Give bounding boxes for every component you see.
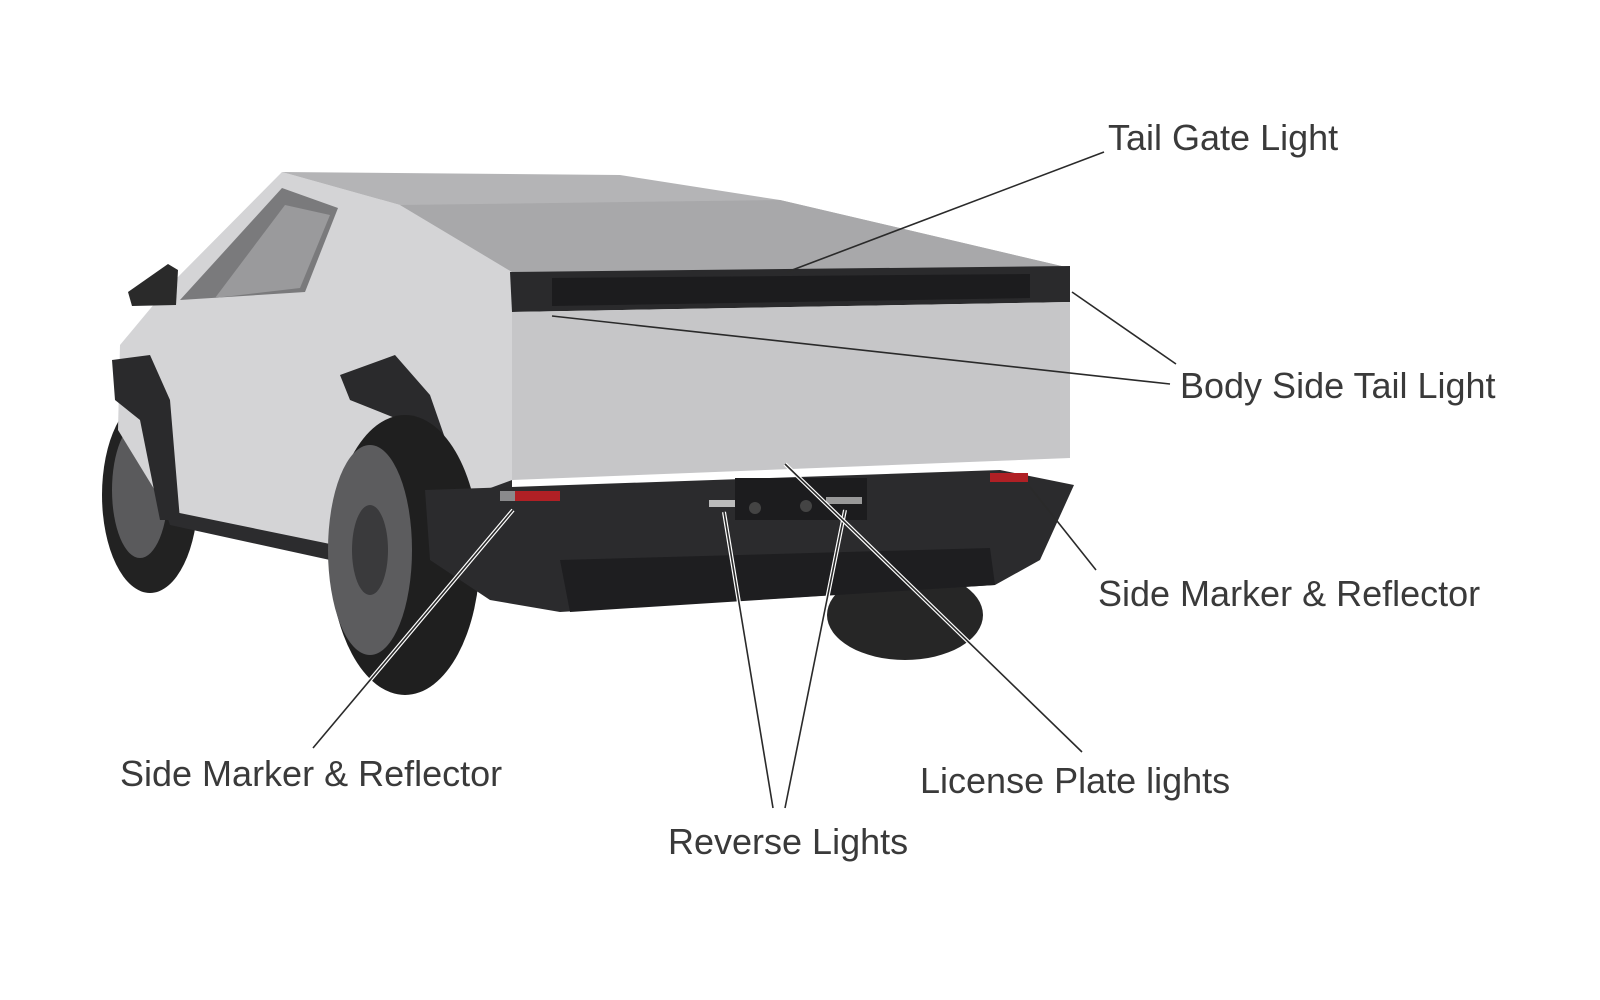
label-body-side-tail-light: Body Side Tail Light [1180, 365, 1496, 406]
reverse-light-left [709, 500, 735, 507]
label-tail-gate-light: Tail Gate Light [1108, 117, 1339, 158]
label-reverse-lights: Reverse Lights [668, 821, 909, 862]
tailgate-panel [512, 302, 1070, 480]
label-side-marker-right: Side Marker & Reflector [1098, 573, 1481, 614]
leader-lines [311, 151, 1177, 809]
side-marker-left-light [500, 491, 560, 501]
side-marker-right-light [990, 473, 1028, 482]
side-mirror [128, 264, 178, 306]
label-license-plate-lights: License Plate lights [920, 760, 1231, 801]
reverse-light-right [826, 497, 862, 504]
label-side-marker-left: Side Marker & Reflector [120, 753, 503, 794]
